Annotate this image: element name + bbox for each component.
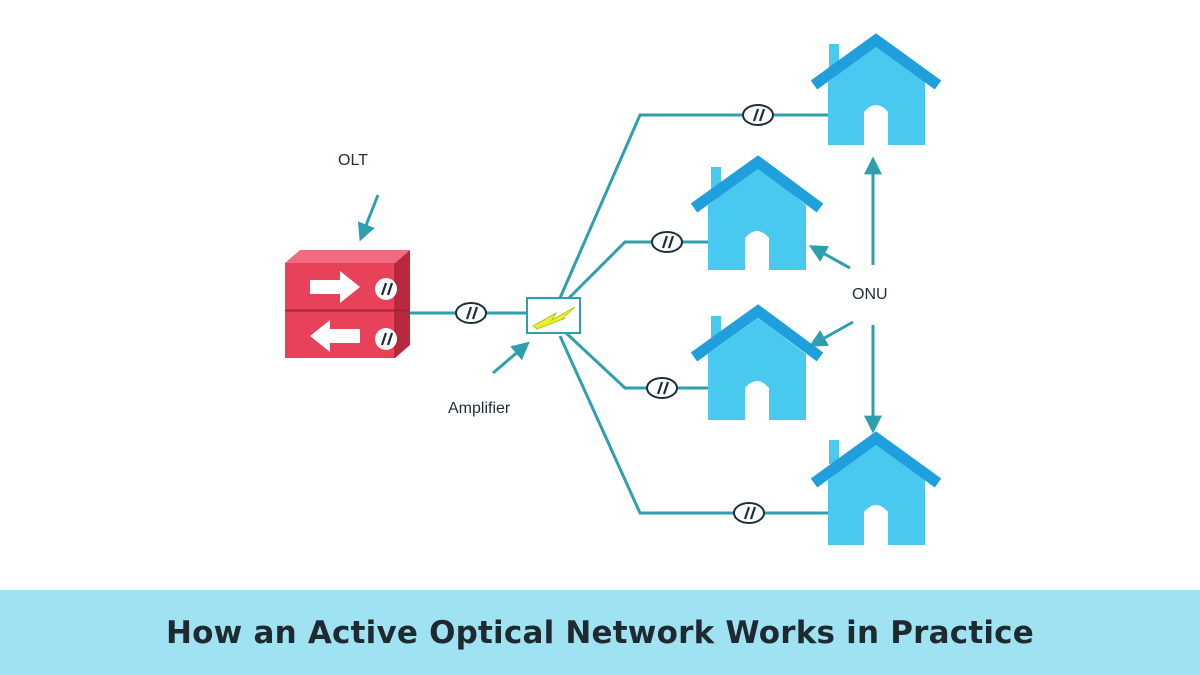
onu-arrow-house-2: [808, 245, 851, 270]
onu-label: ONU: [852, 286, 888, 303]
house-icon-2: [690, 155, 824, 270]
olt-device-icon: [285, 250, 410, 358]
banner-title: How an Active Optical Network Works in P…: [166, 614, 1034, 651]
aon-diagram: OLT Amplifier ONU: [285, 33, 942, 545]
pointer-arrows: [357, 156, 882, 434]
title-banner: How an Active Optical Network Works in P…: [0, 590, 1200, 675]
fiber-branch-4: [558, 335, 828, 515]
fiber-branch-3: [563, 330, 708, 390]
fiber-branch-2: [563, 240, 708, 304]
amplifier-bolt-icon: [526, 297, 581, 334]
olt-pointer-arrow: [357, 194, 380, 242]
olt-label: OLT: [338, 152, 368, 169]
amplifier-pointer-arrow: [492, 341, 530, 375]
house-icon-3: [690, 304, 824, 420]
house-icon-4: [810, 431, 942, 545]
house-icon-1: [810, 33, 942, 145]
fiber-connector-icon: [455, 104, 774, 524]
onu-arrow-house-3: [808, 320, 854, 347]
amplifier-label: Amplifier: [448, 400, 511, 417]
